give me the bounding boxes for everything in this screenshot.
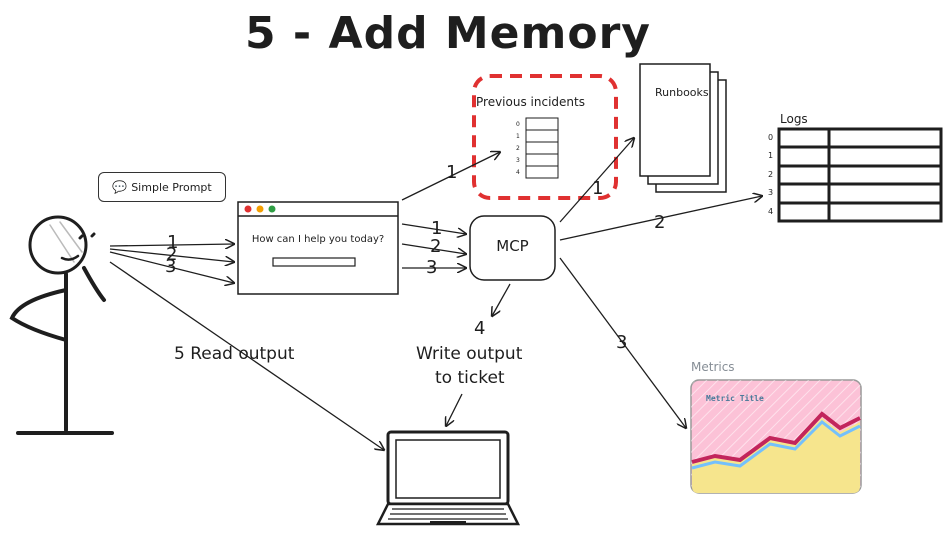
arrow-mcp-to-runbooks xyxy=(559,138,634,223)
metrics-chart-card xyxy=(690,379,862,494)
page-title: 5 - Add Memory xyxy=(245,8,651,59)
arrow-user-to-chat-2 xyxy=(109,248,234,262)
previous-incidents-frame xyxy=(472,74,618,200)
metric-line xyxy=(691,411,861,464)
simple-prompt-chip: 💬 Simple Prompt xyxy=(98,172,226,202)
metrics-label: Metrics xyxy=(691,360,735,374)
stick-figure xyxy=(9,215,114,435)
incident-row-2: 2 xyxy=(516,145,520,152)
previous-incidents-label: Previous incidents xyxy=(476,95,585,109)
close-dot-icon xyxy=(244,205,252,213)
log-row-2: 2 xyxy=(768,170,774,179)
runbooks-label: Runbooks xyxy=(655,86,709,99)
arrow-user-to-chat-1 xyxy=(109,244,234,246)
step-4-write: 4 xyxy=(474,318,486,339)
logs-label: Logs xyxy=(780,112,808,126)
step-2-logs: 2 xyxy=(654,212,666,233)
previous-incidents-table xyxy=(525,117,559,179)
arrow-chat-to-mcp-2 xyxy=(401,243,466,254)
arrow-mcp-to-metrics xyxy=(559,257,686,428)
write-output-label-line2: to ticket xyxy=(435,368,505,388)
logs-table xyxy=(777,127,943,223)
metric-chart-title: Metric Title xyxy=(706,394,764,403)
mcp-box xyxy=(469,215,556,281)
chat-greeting: How can I help you today? xyxy=(251,234,385,245)
log-row-3: 3 xyxy=(768,188,774,197)
step-3-mcp: 3 xyxy=(426,257,438,278)
arrow-write-to-laptop xyxy=(446,393,463,426)
arrow-read-output xyxy=(109,261,384,450)
laptop-icon xyxy=(375,430,521,526)
step-3-user: 3 xyxy=(165,256,177,277)
arrow-chat-to-mcp-1 xyxy=(401,223,466,234)
step-1-user: 1 xyxy=(167,232,179,253)
incident-row-1: 1 xyxy=(516,133,520,140)
arrows xyxy=(109,138,762,450)
step-1-mcp: 1 xyxy=(431,218,443,239)
arrow-mcp-to-logs xyxy=(559,196,762,241)
line-mcp-to-write xyxy=(492,283,511,316)
maximize-dot-icon xyxy=(268,205,276,213)
log-row-0: 0 xyxy=(768,133,774,142)
chat-window xyxy=(237,201,399,295)
chat-input-field xyxy=(272,257,356,267)
runbooks-stack xyxy=(639,63,727,193)
step-3-metrics: 3 xyxy=(616,332,628,353)
incident-row-3: 3 xyxy=(516,157,520,164)
incident-row-0: 0 xyxy=(516,121,520,128)
simple-prompt-label: Simple Prompt xyxy=(131,180,212,194)
arrow-chat-to-incidents xyxy=(401,152,500,201)
minimize-dot-icon xyxy=(256,205,264,213)
step-1-runbooks: 1 xyxy=(592,178,604,199)
incident-row-4: 4 xyxy=(516,169,520,176)
step-2-user: 2 xyxy=(166,244,178,265)
log-row-4: 4 xyxy=(768,207,774,216)
read-output-label: 5 Read output xyxy=(174,344,295,364)
log-row-1: 1 xyxy=(768,151,774,160)
metric-area xyxy=(692,418,860,493)
arrow-user-to-chat-3 xyxy=(109,251,234,283)
mcp-label: MCP xyxy=(496,237,529,255)
step-2-mcp: 2 xyxy=(430,236,442,257)
write-output-label-line1: Write output xyxy=(416,344,523,364)
step-1-incidents: 1 xyxy=(446,162,458,183)
speech-bubble-icon: 💬 xyxy=(112,180,128,194)
